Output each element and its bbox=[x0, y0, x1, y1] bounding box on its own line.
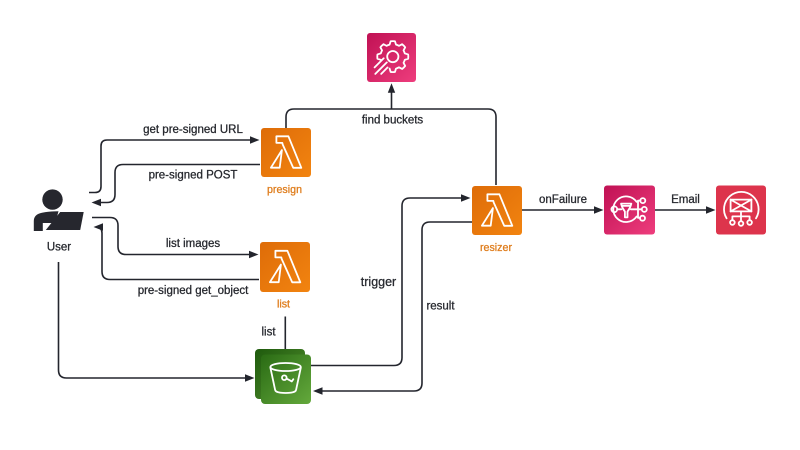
svg-text:pre-signed get_object: pre-signed get_object bbox=[138, 285, 249, 297]
svg-text:User: User bbox=[47, 242, 71, 254]
svg-text:trigger: trigger bbox=[361, 275, 396, 289]
svg-text:get pre-signed URL: get pre-signed URL bbox=[143, 124, 243, 136]
svg-text:find buckets: find buckets bbox=[362, 115, 424, 127]
svg-text:Email: Email bbox=[671, 194, 700, 206]
svg-text:resizer: resizer bbox=[480, 242, 513, 254]
svg-text:result: result bbox=[426, 301, 455, 313]
svg-text:list images: list images bbox=[166, 238, 221, 250]
svg-text:pre-signed POST: pre-signed POST bbox=[149, 170, 238, 182]
svg-text:presign: presign bbox=[267, 184, 302, 196]
svg-text:list: list bbox=[261, 327, 276, 339]
svg-text:list: list bbox=[277, 299, 290, 311]
svg-text:onFailure: onFailure bbox=[539, 194, 587, 206]
